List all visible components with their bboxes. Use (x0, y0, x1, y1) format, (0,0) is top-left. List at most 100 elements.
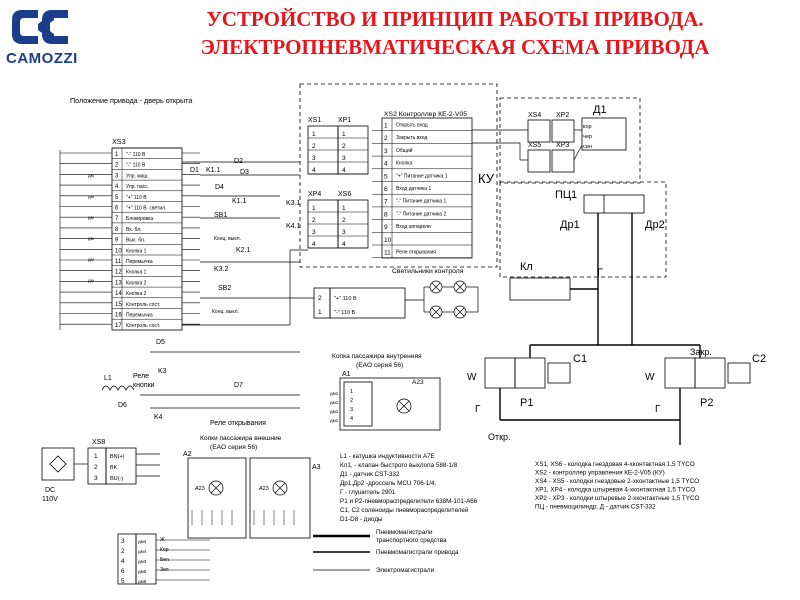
p2-label: P2 (700, 397, 713, 409)
bottom-pin-num: 4 (121, 558, 125, 565)
controller-pin-label: "+" Питание датчика 1 (396, 173, 448, 179)
legend-connector-item: XS2 - контроллер управления КЕ-2-V05 (КУ… (535, 470, 665, 477)
xs3-pin-number: 5 (115, 195, 119, 201)
xs3-pin-label: Упр. пасс. (126, 184, 149, 190)
left-marker: дм (88, 278, 94, 283)
dr2-label: Др2 (645, 219, 665, 231)
xs1-pin: 1 (312, 131, 316, 138)
lights-row1: "+" 110 В (334, 296, 357, 302)
legend-component-item: Др1,Др2 -дроссель MCU 706-1/4, (340, 480, 437, 487)
xs8-pin: 2 (94, 464, 98, 471)
spring2-label: W (645, 372, 655, 383)
inner-button-subtitle: (EAO серия 56) (356, 362, 403, 369)
controller-pin-number: 8 (384, 211, 388, 218)
left-marker: дм (88, 194, 94, 199)
k3-2-label: K3.2 (214, 266, 229, 273)
lights-pin: 2 (318, 295, 322, 302)
d5-diode-label: D5 (156, 339, 165, 346)
xs1-label: XS1 (308, 117, 321, 124)
bottom-pin-num: 2 (121, 548, 125, 555)
sb1-label: SB1 (214, 212, 227, 219)
inner-button-pin: дм1 (330, 418, 339, 423)
inner-button-pin-num: 4 (350, 416, 353, 422)
line-legend-item: Пневмомагистрали (376, 529, 433, 536)
position-label: Положение привода - дверь открыта (70, 96, 192, 105)
xp4-label: XP4 (308, 191, 321, 198)
close-label: Закр. (690, 347, 712, 357)
xs3-pin-number: 11 (115, 259, 122, 265)
d1-diode-label: D1 (190, 167, 199, 174)
bottom-pin-num: 6 (121, 568, 125, 575)
lamp-icon (272, 480, 288, 496)
xs3-pin-label: Кнопка 1 (126, 248, 147, 254)
xp4-pin: 4 (312, 241, 316, 248)
open-label: Откр. (488, 432, 511, 442)
controller-pin-number: 1 (384, 123, 388, 130)
xs3-pin-number: 8 (115, 227, 119, 233)
xs8-pin-label: BK (110, 465, 118, 471)
xp4-pin: 3 (312, 229, 316, 236)
d4-diode-label: D4 (215, 184, 224, 191)
xs3-pin-label: Блокировка (126, 216, 153, 222)
xs5-label: XS5 (528, 142, 541, 149)
legend-connector-item: ПЦ - пневмоцилиндр, Д - датчик CST-332 (535, 504, 656, 511)
l1-coil-label: L1 (104, 375, 112, 382)
kl-label: Кл (520, 261, 533, 273)
xs3-pin-label: Перемычка (126, 313, 153, 319)
sb2-label: SB2 (218, 285, 231, 292)
xs6-pin: 1 (342, 205, 346, 212)
left-marker: дм (88, 215, 94, 220)
left-marker: дм (88, 257, 94, 262)
xs8-pin-label: BN(+) (110, 454, 125, 460)
xs3-pin-label: Вых. бл. (126, 238, 145, 244)
pc1-label: ПЦ1 (555, 189, 577, 201)
xs3-label: XS3 (112, 137, 126, 146)
controller-pin-number: 11 (384, 250, 391, 257)
legend-component-item: Р1 и Р2-пневмораспределители 638М-101-А6… (340, 498, 478, 505)
sensor-wire-label: кор (583, 124, 592, 130)
dr1-label: Др1 (560, 219, 580, 231)
c2-label: С2 (752, 353, 766, 365)
sensor-wire-label: чер (583, 134, 592, 140)
bottom-pin-marker: дм5 (138, 579, 147, 584)
legend-connector-item: XP1, XP4 - колодка штыревая 4-хконтактна… (535, 487, 695, 494)
xp1-pin: 1 (342, 131, 346, 138)
bottom-pin-wire: Бел (160, 557, 169, 563)
c1-label: С1 (573, 353, 587, 365)
lamp-cross (431, 307, 441, 317)
a23-outer-label: A23 (195, 486, 205, 492)
outer-buttons-title: Копки пассажира внешние (200, 435, 282, 442)
xs4-label: XS4 (528, 112, 541, 119)
outer-buttons-subtitle: (EAO серия 56) (210, 444, 257, 451)
relay-open-label: Реле открывания (210, 420, 266, 427)
left-marker: дм (88, 173, 94, 178)
lamp-icon (396, 398, 412, 414)
xs3-pin-number: 15 (115, 302, 122, 308)
a1-label: A1 (342, 371, 351, 378)
controller-pin-label: Вход аппарели (396, 224, 431, 230)
p1-label: P1 (520, 397, 533, 409)
silencer-p2-label: Г (655, 404, 661, 415)
controller-pin-label: Кнопка (396, 161, 412, 167)
controller-pin-number: 9 (384, 224, 388, 231)
controller-pin-label: Закрыть вход (396, 135, 427, 141)
line-legend-item: Электромагистрали (376, 567, 435, 574)
a23-outer2-label: A23 (259, 486, 269, 492)
wire (573, 144, 583, 161)
xs3-pin-label: Кнопка 1 (126, 270, 147, 276)
a2-label: A2 (183, 451, 192, 458)
xs3-pin-number: 17 (115, 323, 122, 329)
xs3-pin-number: 2 (115, 163, 119, 169)
xs3-pin-number: 4 (115, 184, 119, 190)
xs8-pin-label: BU(-) (110, 476, 123, 482)
xp3-label: XP3 (556, 142, 569, 149)
lights-label: Светильники контроля (392, 268, 464, 275)
lamp-cross (210, 482, 222, 494)
controller-pin-number: 2 (384, 135, 388, 142)
relay-button-label2: кнопки (133, 382, 155, 389)
xs3-pin-label: "+" 110 В. светил. (126, 206, 166, 212)
a23-inner-label: A23 (412, 379, 424, 386)
xs3-pin-number: 1 (115, 152, 119, 158)
xs3-pin-label: Контроль сост. (126, 323, 160, 329)
inner-button-pin: дм1 (330, 400, 339, 405)
